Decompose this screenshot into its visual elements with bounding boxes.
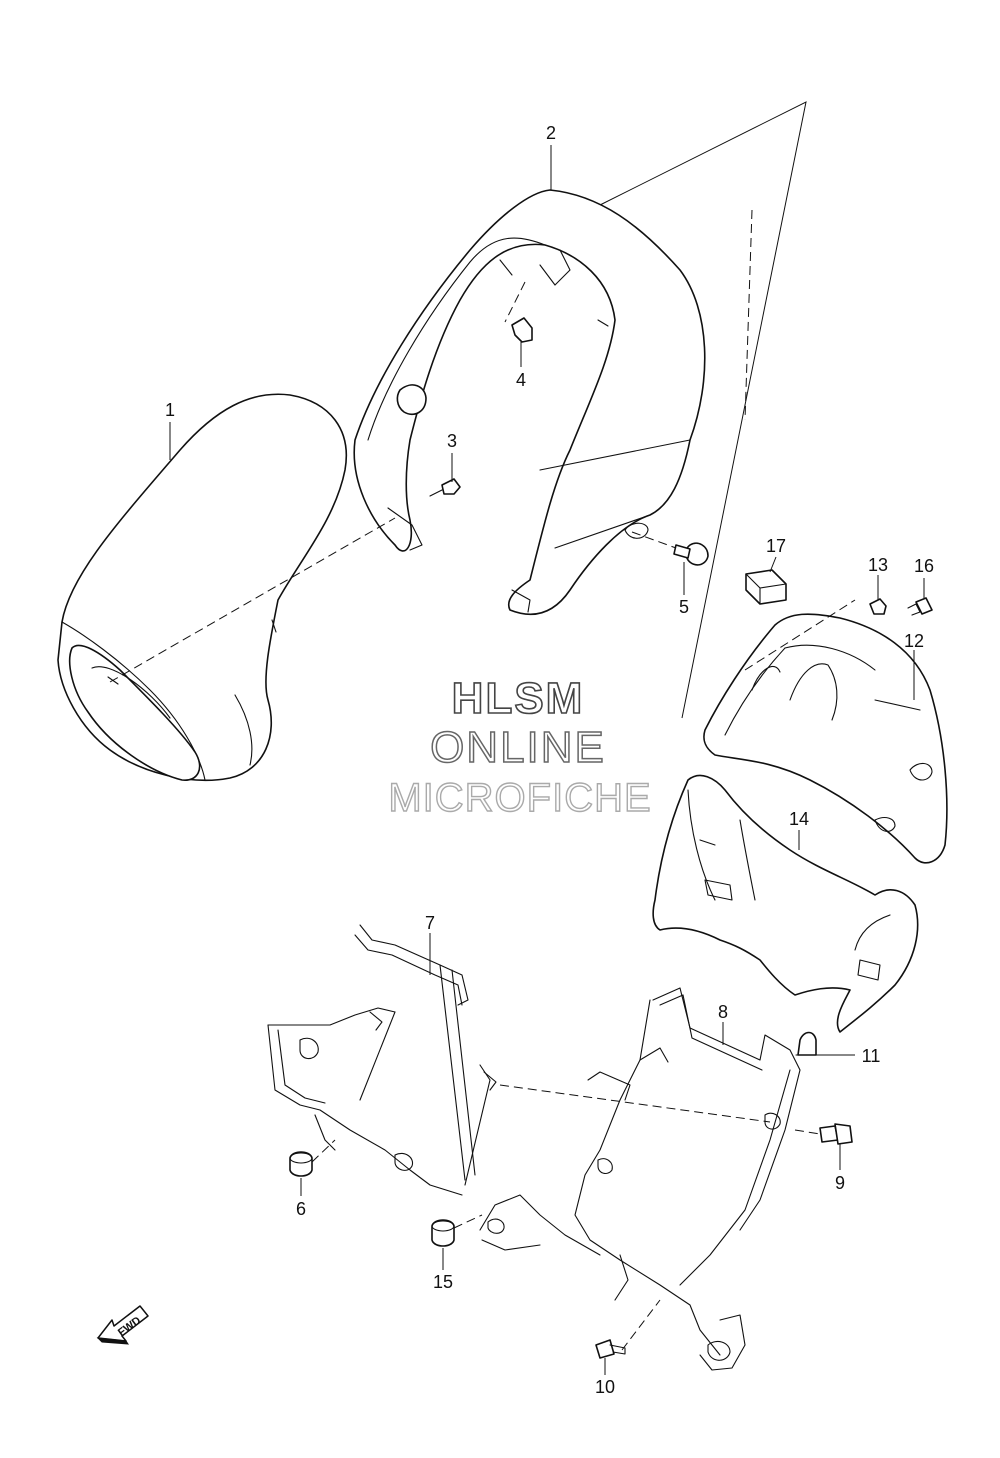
callout-16: 16 [914, 556, 934, 576]
callout-14: 14 [789, 809, 809, 829]
watermark: HLSM ONLINE MICROFICHE [388, 673, 652, 821]
callout-15: 15 [433, 1272, 453, 1292]
callout-9: 9 [835, 1173, 845, 1193]
part-3-screw[interactable] [429, 478, 461, 497]
part-10-bolt[interactable] [595, 1339, 626, 1359]
callout-1: 1 [165, 400, 175, 420]
callout-2: 2 [546, 123, 556, 143]
part-12-meter-panel[interactable] [703, 613, 948, 864]
callout-10: 10 [595, 1377, 615, 1397]
callout-17: 17 [766, 536, 786, 556]
watermark-line-2: ONLINE [430, 723, 606, 772]
assembly-lines [109, 209, 856, 1351]
callout-8: 8 [718, 1002, 728, 1022]
part-13-nut[interactable] [869, 598, 887, 615]
callout-3: 3 [447, 431, 457, 451]
part-17-pad[interactable] [745, 569, 787, 605]
callout-labels: 1 2 3 4 5 6 7 8 9 10 11 12 13 14 15 16 1… [165, 123, 934, 1397]
callout-7: 7 [425, 913, 435, 933]
part-16-bulb-socket[interactable] [907, 597, 933, 616]
watermark-line-1: HLSM [452, 674, 585, 723]
part-1-headlight-housing[interactable] [57, 393, 347, 782]
callout-11: 11 [862, 1046, 881, 1066]
callout-4: 4 [516, 370, 526, 390]
watermark-line-3: MICROFICHE [388, 776, 651, 820]
callout-6: 6 [296, 1199, 306, 1219]
leader-lines [169, 145, 925, 1375]
part-2-front-cowl[interactable] [353, 189, 706, 615]
part-15-grommet[interactable] [431, 1219, 455, 1247]
part-8-bracket[interactable] [479, 987, 801, 1371]
part-9-bolt[interactable] [819, 1123, 853, 1145]
part-11-fastener[interactable] [795, 1031, 821, 1056]
callout-5: 5 [679, 597, 689, 617]
part-14-inner-panel[interactable] [652, 774, 919, 1033]
callout-12: 12 [904, 631, 924, 651]
part-6-grommet[interactable] [289, 1151, 313, 1177]
fwd-arrow-icon: FWD [96, 1305, 149, 1345]
part-5-push-rivet[interactable] [673, 542, 709, 566]
part-7-bracket[interactable] [267, 924, 497, 1196]
assembly-outline [599, 101, 807, 719]
part-4-clip[interactable] [511, 317, 533, 343]
callout-13: 13 [868, 555, 888, 575]
